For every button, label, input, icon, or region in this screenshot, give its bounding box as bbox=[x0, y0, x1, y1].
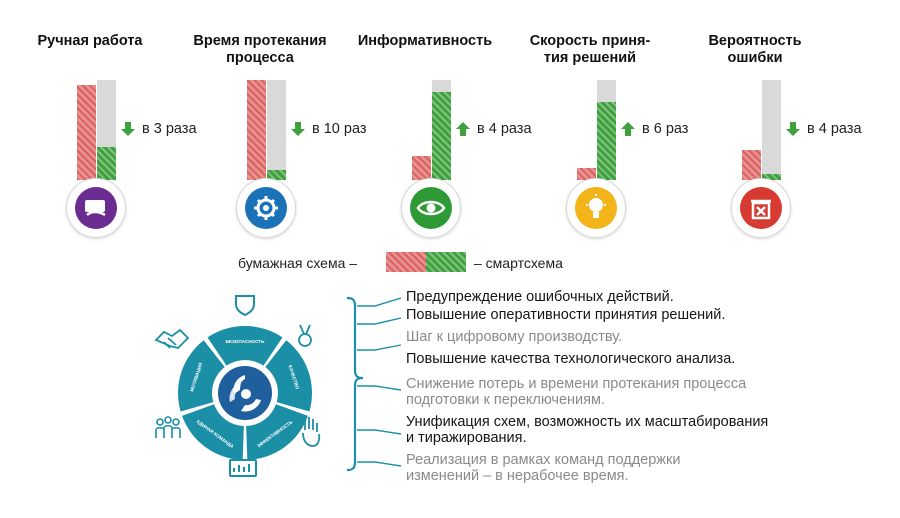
wheel-segment-label: БЕЗОПАСНОСТЬ bbox=[226, 339, 265, 344]
change-factor: в 3 раза bbox=[142, 121, 197, 137]
arrow-up-icon bbox=[621, 122, 635, 136]
handshake-icon bbox=[154, 328, 190, 349]
smart-scheme-bar bbox=[97, 147, 116, 180]
benefits-brace bbox=[346, 296, 402, 472]
wheel-segment bbox=[207, 326, 283, 366]
arrow-up-icon bbox=[456, 122, 470, 136]
smart-scheme-bar bbox=[267, 170, 286, 180]
legend-smart-swatch bbox=[426, 252, 466, 272]
arrow-down-icon bbox=[786, 122, 800, 136]
medal-icon bbox=[298, 324, 312, 347]
metric-bars bbox=[75, 80, 127, 180]
paper-scheme-bar bbox=[247, 80, 266, 180]
brace-connector bbox=[357, 317, 402, 325]
change-factor: в 6 раз bbox=[642, 121, 689, 137]
brace-connector bbox=[357, 385, 402, 391]
benefit-item: Повышение качества технологического анал… bbox=[406, 351, 736, 367]
metric-column: Вероятность ошибки в 4 раза bbox=[665, 0, 862, 245]
arrow-down-icon bbox=[121, 122, 135, 136]
shield-icon bbox=[235, 295, 255, 317]
bar-track bbox=[267, 80, 286, 180]
arrow-down-icon bbox=[291, 122, 305, 136]
legend-paper-swatch bbox=[386, 252, 426, 272]
wheel-segment bbox=[265, 340, 312, 412]
benefit-item: Снижение потерь и времени протекания про… bbox=[406, 376, 747, 408]
change-factor: в 4 раза bbox=[477, 121, 532, 137]
hand-money-icon bbox=[66, 178, 126, 238]
metric-column: Время протекания процесса в 10 раз bbox=[170, 0, 367, 245]
metric-bars bbox=[410, 80, 462, 180]
metric-bars bbox=[245, 80, 297, 180]
change-factor: в 4 раза bbox=[807, 121, 862, 137]
paper-scheme-bar bbox=[577, 168, 596, 180]
wheel-segment bbox=[182, 404, 244, 460]
smart-scheme-bar bbox=[762, 174, 781, 180]
values-wheel: БЕЗОПАСНОСТЬКАЧЕСТВОЭФФЕКТИВНОСТЬЕДИНАЯ … bbox=[154, 295, 321, 477]
legend-smart-label: – смартсхема bbox=[474, 255, 563, 271]
metric-column: Информативность в 4 раза bbox=[335, 0, 532, 245]
lightbulb-icon bbox=[566, 178, 626, 238]
brace-connector bbox=[357, 429, 402, 435]
metric-title: Информативность bbox=[357, 33, 493, 49]
wheel-ring bbox=[178, 326, 312, 460]
metric-column: Скорость приня- тия решений в 6 раз bbox=[500, 0, 688, 245]
paper-scheme-bar bbox=[77, 85, 96, 180]
company-logo-icon bbox=[229, 375, 261, 412]
legend-paper-label: бумажная схема – bbox=[238, 255, 358, 271]
team-icon bbox=[155, 416, 181, 438]
metric-title: Вероятность ошибки bbox=[708, 33, 802, 66]
metric-bars bbox=[740, 80, 792, 180]
benefit-item: Унификация схем, возможность их масштаби… bbox=[406, 414, 769, 446]
metric-title: Скорость приня- тия решений bbox=[529, 33, 651, 66]
paper-scheme-bar bbox=[412, 156, 431, 180]
bar-track bbox=[762, 80, 781, 180]
benefit-item: Предупреждение ошибочных действий. bbox=[406, 289, 674, 305]
metric-column: Ручная работа в 3 раза bbox=[0, 0, 197, 245]
brace-connector bbox=[357, 297, 402, 307]
wheel-segment bbox=[178, 340, 225, 412]
benefit-item: Реализация в рамках команд поддержки изм… bbox=[406, 452, 681, 484]
metric-title: Время протекания процесса bbox=[193, 33, 327, 66]
brace-connector bbox=[357, 461, 402, 467]
eye-icon bbox=[401, 178, 461, 238]
brace-connector bbox=[357, 344, 402, 351]
hand-stop-icon bbox=[302, 417, 321, 447]
smart-scheme-bar bbox=[597, 102, 616, 180]
trash-bin-icon bbox=[731, 178, 791, 238]
wheel-segment bbox=[246, 404, 308, 460]
change-factor: в 10 раз bbox=[312, 121, 367, 137]
metric-bars bbox=[575, 80, 627, 180]
metric-title: Ручная работа bbox=[37, 33, 143, 49]
gears-icon bbox=[236, 178, 296, 238]
chart-icon bbox=[229, 459, 257, 477]
benefit-item: Шаг к цифровому производству. bbox=[406, 329, 623, 345]
benefit-item: Повышение оперативности принятия решений… bbox=[406, 307, 726, 323]
paper-scheme-bar bbox=[742, 150, 761, 180]
smart-scheme-bar bbox=[432, 92, 451, 180]
